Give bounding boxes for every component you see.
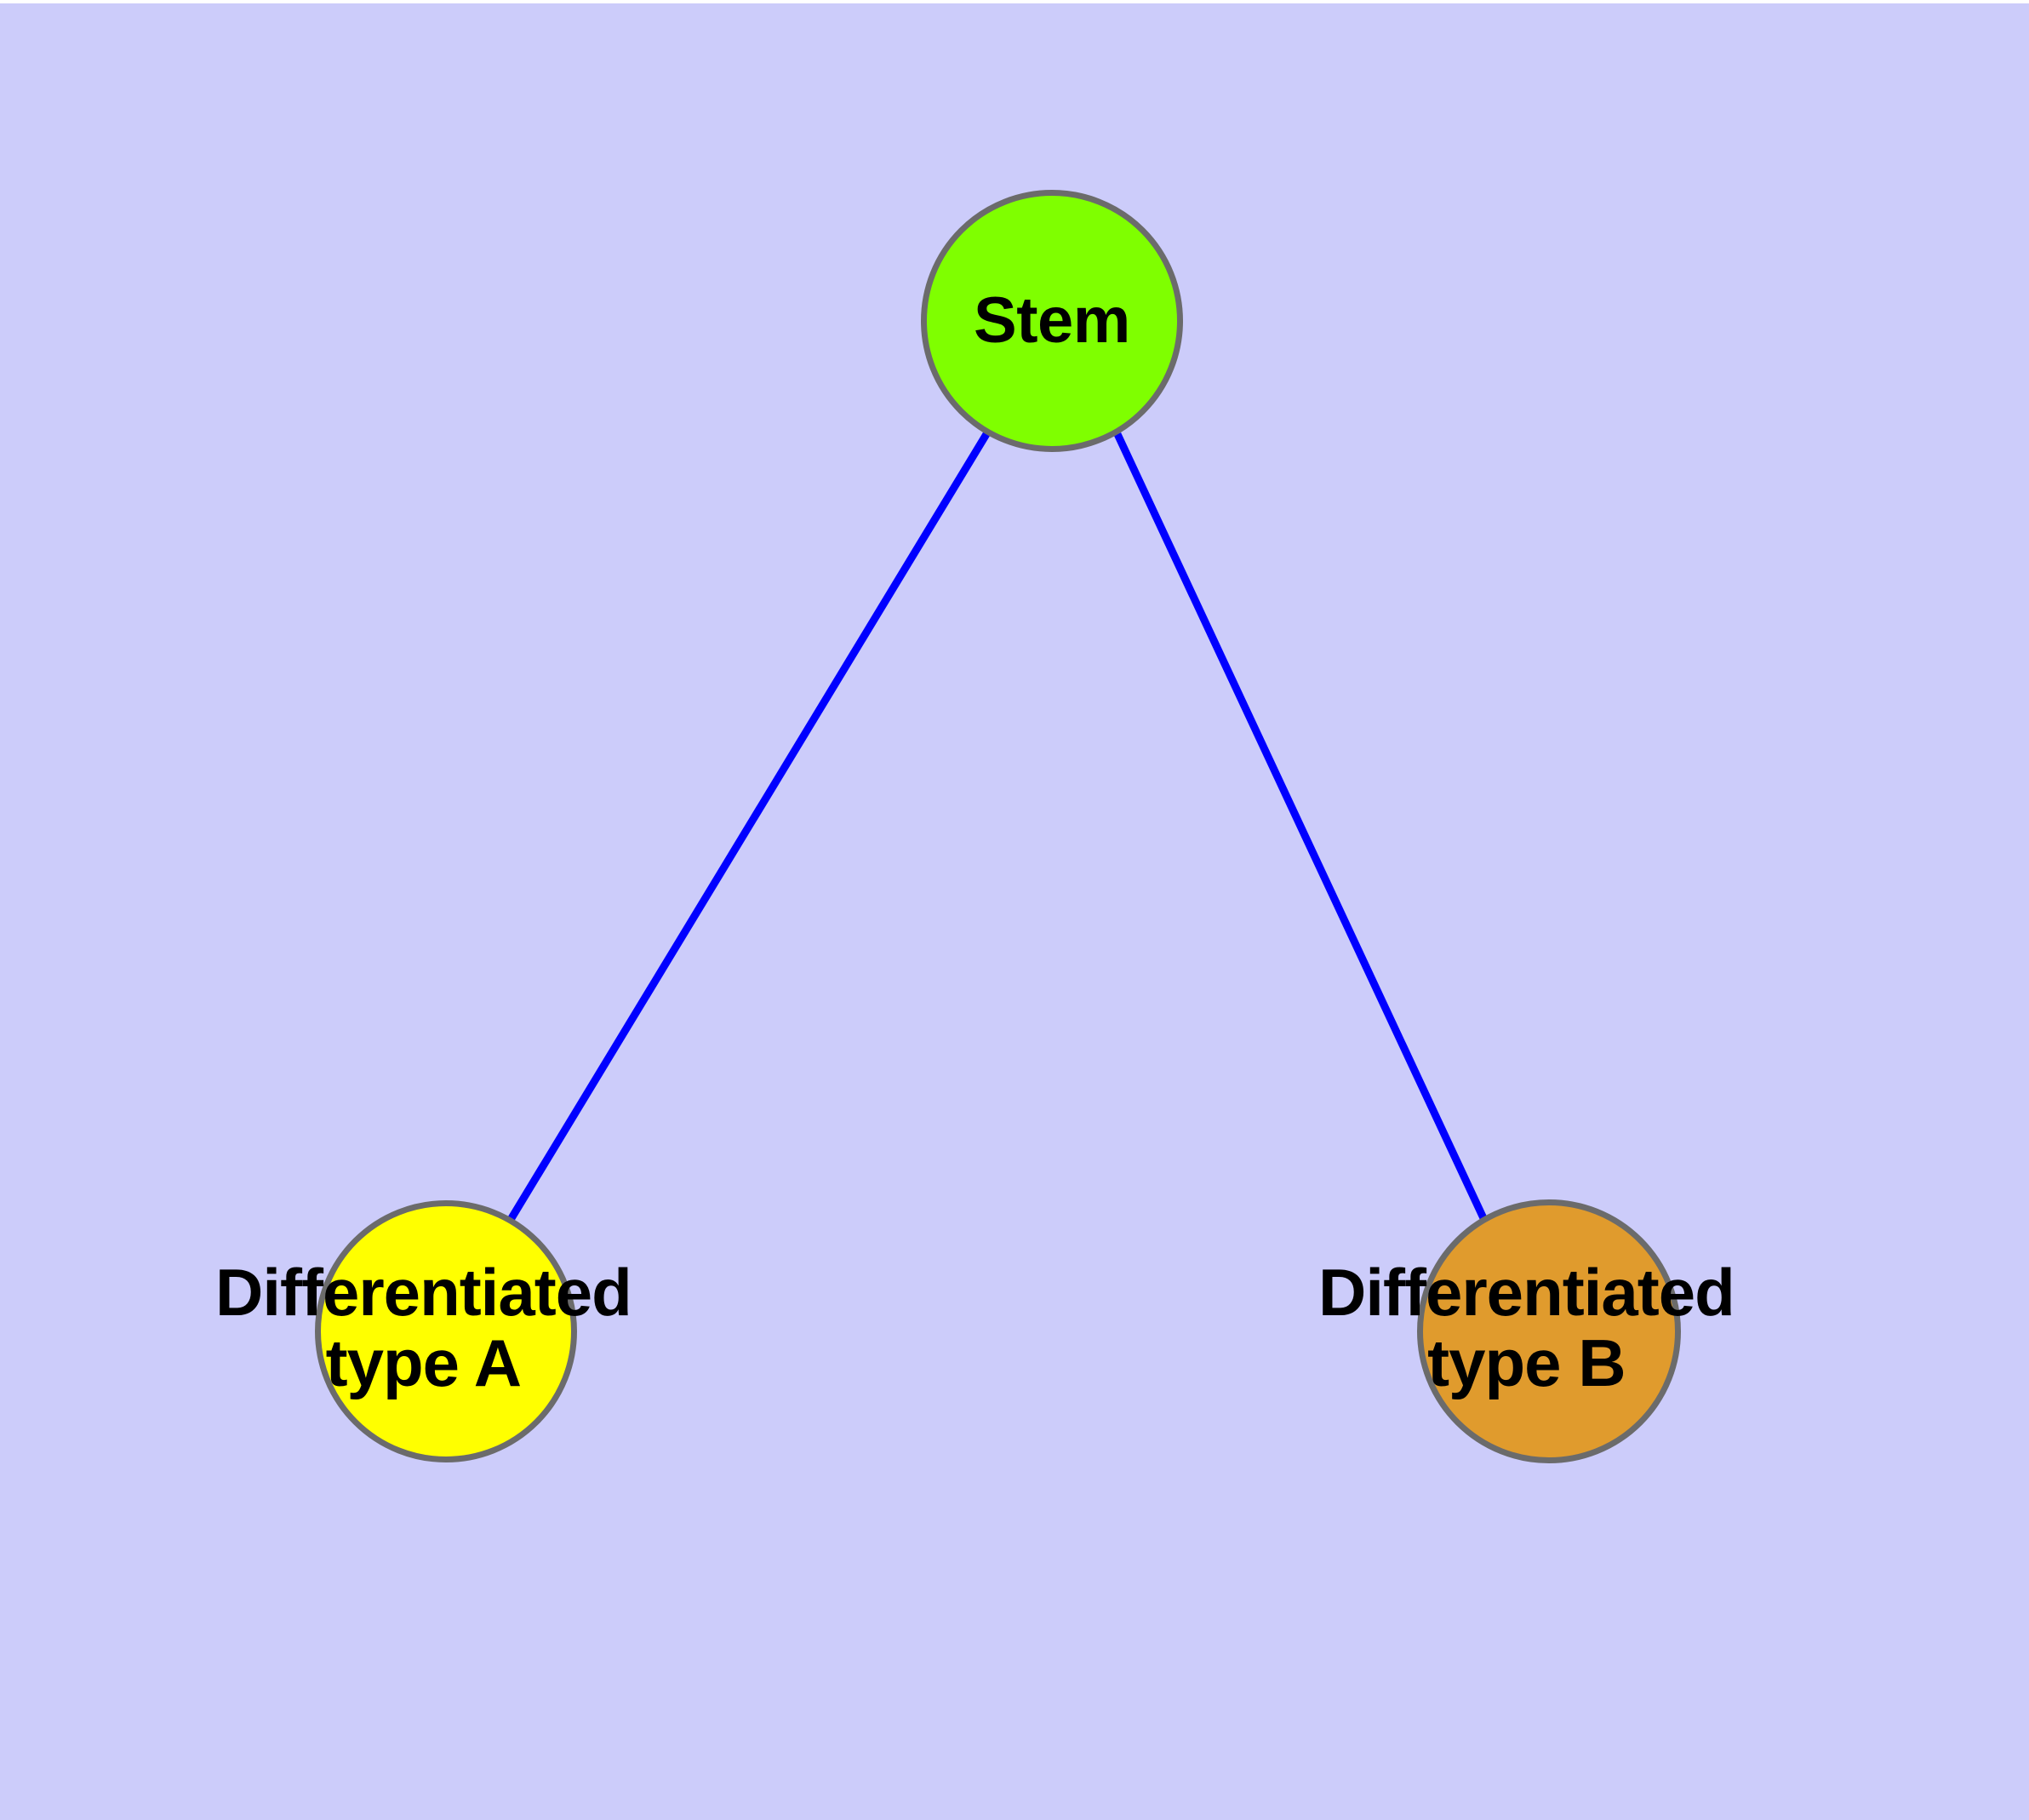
edges-group — [508, 432, 1488, 1221]
graph-edge-stem-diff_b[interactable] — [1113, 432, 1488, 1220]
graph-node-stem[interactable] — [921, 190, 1183, 452]
graph-node-diff_b[interactable] — [1417, 1199, 1681, 1463]
graph-edge-stem-diff_a[interactable] — [508, 432, 990, 1221]
graph-node-diff_a[interactable] — [315, 1200, 577, 1462]
nodes-group — [315, 190, 1681, 1463]
